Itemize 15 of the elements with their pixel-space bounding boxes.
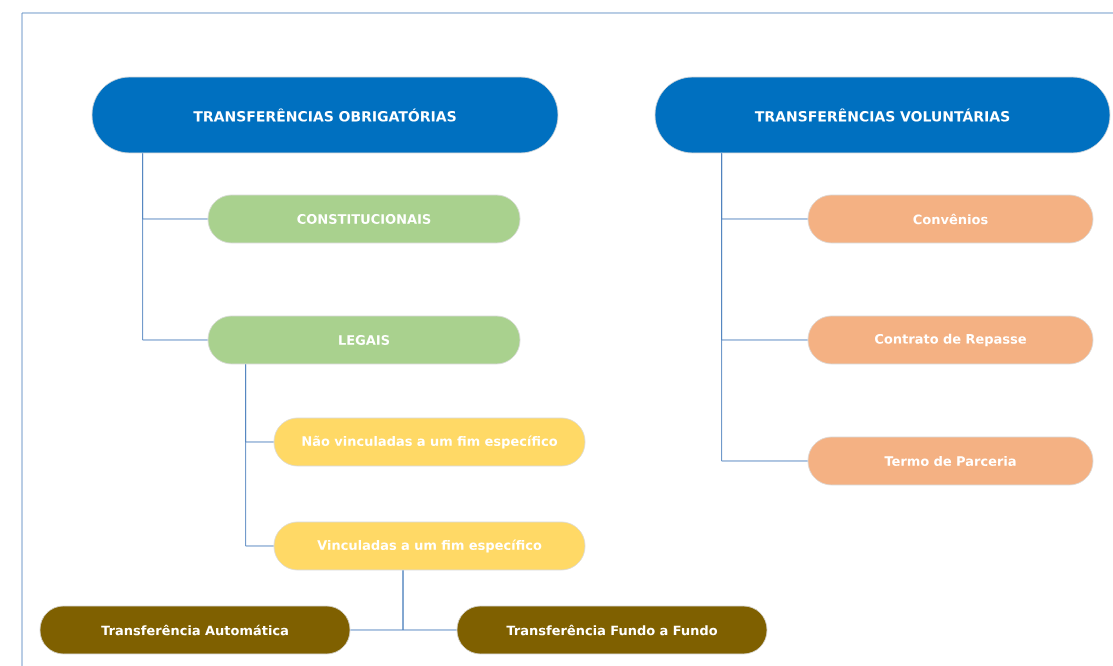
- rounded-box: LEGAIS: [207, 315, 521, 365]
- connector-line: [721, 152, 809, 462]
- rounded-box: Contrato de Repasse: [807, 315, 1094, 365]
- connector-line: [245, 363, 275, 547]
- rounded-box: Não vinculadas a um fim específico: [273, 417, 586, 467]
- rounded-box: Transferência Fundo a Fundo: [456, 605, 768, 655]
- rounded-box: Vinculadas a um fim específico: [273, 521, 586, 571]
- rounded-box: CONSTITUCIONAIS: [207, 194, 521, 244]
- connector-line: [402, 569, 458, 631]
- connector-line: [142, 152, 209, 341]
- rounded-box: TRANSFERÊNCIAS VOLUNTÁRIAS: [654, 76, 1111, 154]
- rounded-box: Transferência Automática: [39, 605, 351, 655]
- rounded-box: TRANSFERÊNCIAS OBRIGATÓRIAS: [91, 76, 559, 154]
- rounded-box: Termo de Parceria: [807, 436, 1094, 486]
- rounded-box: Convênios: [807, 194, 1094, 244]
